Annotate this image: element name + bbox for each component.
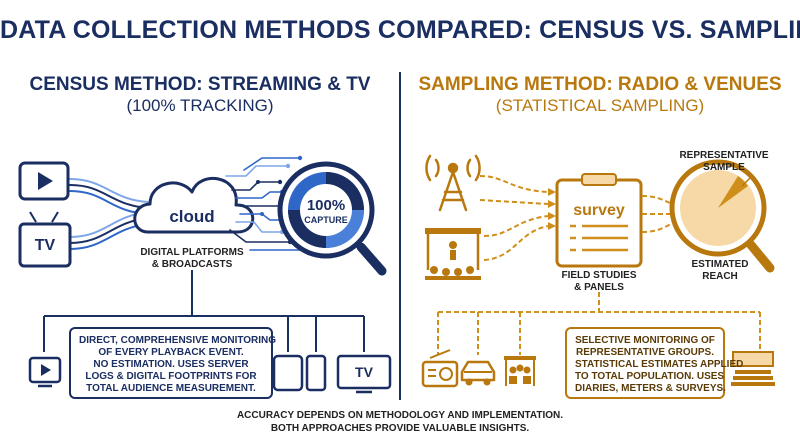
census-description-box: DIRECT, COMPREHENSIVE MONITORING OF EVER… — [69, 327, 277, 399]
arrow-heads-in — [548, 188, 556, 230]
rep-sample-label-2: SAMPLE — [703, 162, 745, 173]
tablet-icon — [272, 354, 304, 392]
venue-stage-icon — [425, 228, 481, 280]
census-desc-line: TOTAL AUDIENCE MEASUREMENT. — [86, 383, 256, 394]
sampling-description-box: SELECTIVE MONITORING OF REPRESENTATIVE G… — [565, 327, 744, 399]
tv-icon — [18, 211, 72, 268]
magnifier-capture: CAPTURE — [304, 215, 348, 225]
est-reach-label-2: REACH — [702, 271, 738, 282]
magnifier-percent: 100% — [306, 197, 346, 214]
cloud-shape — [133, 176, 255, 234]
theater-seats-icon — [731, 351, 775, 386]
sampling-magnifier-icon — [669, 159, 775, 273]
field-label-1: FIELD STUDIES — [561, 270, 637, 281]
census-desc-line: LOGS & DIGITAL FOOTPRINTS FOR — [85, 371, 257, 382]
census-desc-line: DIRECT, COMPREHENSIVE MONITORING — [79, 335, 277, 346]
sampling-desc-line: DIARIES, METERS & SURVEYS. — [575, 383, 726, 394]
page-title: DATA COLLECTION METHODS COMPARED: CENSUS… — [0, 16, 800, 44]
sampling-tree-lines — [437, 292, 761, 355]
est-reach-label-1: ESTIMATED — [691, 259, 749, 270]
survey-label: survey — [573, 202, 625, 219]
rep-sample-label-1: REPRESENTATIVE — [679, 150, 769, 161]
car-icon — [460, 360, 496, 386]
sampling-desc-line: TO TOTAL POPULATION. USES — [575, 371, 725, 382]
census-heading: CENSUS METHOD: STREAMING & TV — [29, 74, 371, 95]
field-label-2: & PANELS — [574, 282, 624, 293]
radio-tower-icon — [425, 154, 481, 212]
dashed-arrows-in — [479, 175, 549, 261]
radio-icon — [421, 349, 459, 388]
sampling-heading: SAMPLING METHOD: RADIO & VENUES — [418, 74, 782, 95]
magnifier-icon — [277, 161, 387, 276]
tv-label: TV — [34, 237, 56, 254]
monitor-play-icon — [28, 356, 62, 388]
platform-label-2: & BROADCASTS — [151, 259, 233, 270]
small-tv-icon — [336, 354, 392, 394]
footer-line-1: ACCURACY DEPENDS ON METHODOLOGY AND IMPL… — [236, 410, 564, 421]
cloud-label: cloud — [169, 207, 215, 226]
census-subheading: (100% TRACKING) — [126, 96, 274, 115]
panel-group-icon — [504, 356, 536, 386]
phone-icon — [305, 354, 327, 392]
census-tree-lines — [43, 270, 365, 352]
footer-line-2: BOTH APPROACHES PROVIDE VALUABLE INSIGHT… — [270, 423, 530, 434]
circuit-lines — [225, 155, 308, 253]
rep-sample-pointer — [741, 177, 751, 187]
clipboard-icon — [555, 173, 643, 268]
census-desc-line: OF EVERY PLAYBACK EVENT. — [98, 347, 244, 358]
sampling-desc-line: REPRESENTATIVE GROUPS. — [576, 347, 714, 358]
sampling-desc-line: SELECTIVE MONITORING OF — [575, 335, 715, 346]
sampling-subheading: (STATISTICAL SAMPLING) — [495, 96, 705, 115]
sampling-desc-line: STATISTICAL ESTIMATES APPLIED — [575, 359, 744, 370]
small-tv-label: TV — [355, 364, 373, 380]
census-desc-line: NO ESTIMATION. USES SERVER — [93, 359, 249, 370]
play-screen-icon — [18, 161, 70, 201]
platform-label-1: DIGITAL PLATFORMS — [140, 247, 244, 258]
